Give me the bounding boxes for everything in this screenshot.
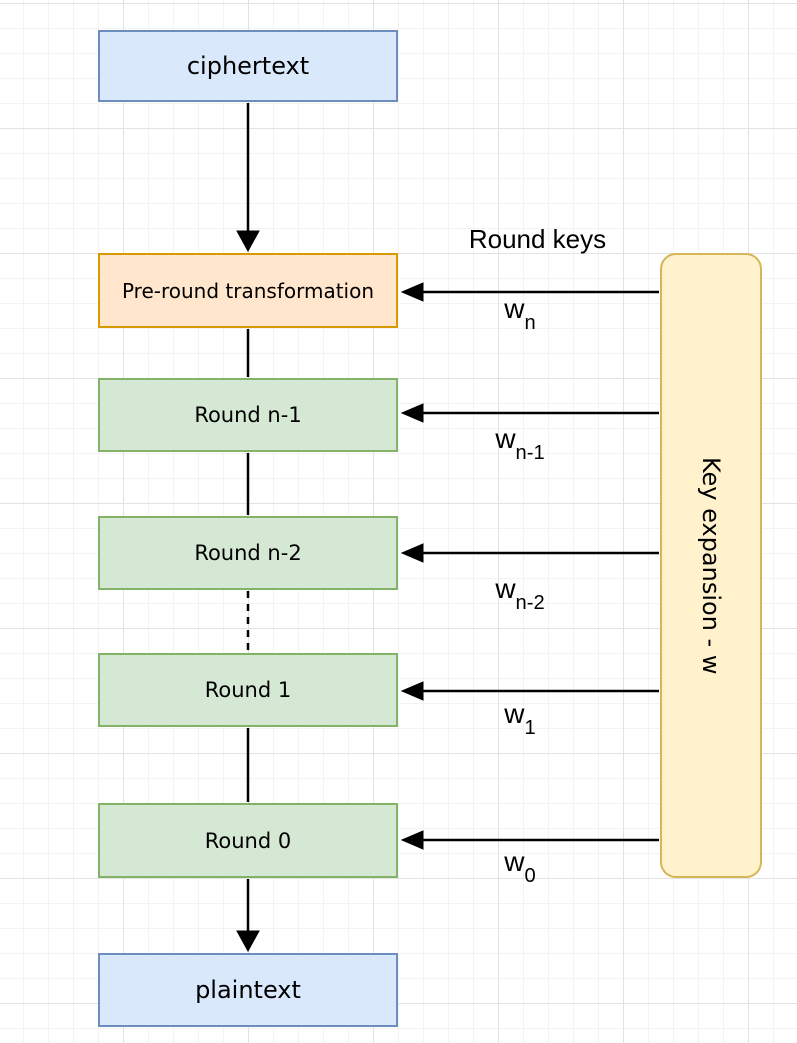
key-label-wn-2-base: w [495, 573, 516, 604]
arrow-wn1 [400, 403, 659, 423]
node-round-1-label: Round 1 [204, 678, 292, 702]
key-label-wn-1-sub: n-1 [515, 442, 545, 465]
node-round-n-2[interactable]: Round n-2 [98, 516, 398, 590]
key-label-wn-1-base: w [495, 423, 516, 454]
node-pre-round-transformation[interactable]: Pre-round transformation [98, 253, 398, 328]
node-key-expansion-label: Key expansion - w [697, 456, 725, 675]
key-label-wn-2: wn-2 [470, 573, 570, 613]
node-ciphertext-label: ciphertext [186, 52, 310, 80]
key-label-wn-1: wn-1 [470, 423, 570, 463]
arrow-wn2 [400, 543, 659, 563]
node-ciphertext[interactable]: ciphertext [98, 30, 398, 102]
node-round-n-1[interactable]: Round n-1 [98, 378, 398, 452]
key-label-w1: w1 [470, 698, 570, 738]
node-key-expansion[interactable]: Key expansion - w [660, 253, 762, 878]
round-keys-title: Round keys [468, 224, 607, 254]
arrow-w0 [400, 830, 659, 850]
node-round-n-1-label: Round n-1 [194, 403, 302, 427]
node-plaintext-label: plaintext [195, 976, 301, 1004]
key-label-w0-base: w [504, 846, 525, 877]
arrow-round0-to-plaintext [236, 879, 260, 953]
key-label-w1-base: w [504, 698, 525, 729]
key-label-w0-sub: 0 [524, 865, 536, 888]
node-round-n-2-label: Round n-2 [194, 541, 302, 565]
node-pre-round-label: Pre-round transformation [121, 278, 375, 303]
node-round-1[interactable]: Round 1 [98, 653, 398, 727]
key-label-wn-2-sub: n-2 [515, 592, 545, 615]
key-label-wn-base: w [504, 293, 525, 324]
key-label-w1-sub: 1 [524, 717, 536, 740]
key-label-w0: w0 [470, 846, 570, 886]
arrow-wn [400, 282, 659, 302]
arrow-w1 [400, 681, 659, 701]
arrow-ciphertext-to-preround [236, 103, 260, 253]
key-label-wn: wn [470, 293, 570, 333]
node-plaintext[interactable]: plaintext [98, 953, 398, 1027]
node-round-0-label: Round 0 [204, 828, 292, 853]
key-label-wn-sub: n [524, 312, 536, 335]
node-round-0[interactable]: Round 0 [98, 803, 398, 878]
